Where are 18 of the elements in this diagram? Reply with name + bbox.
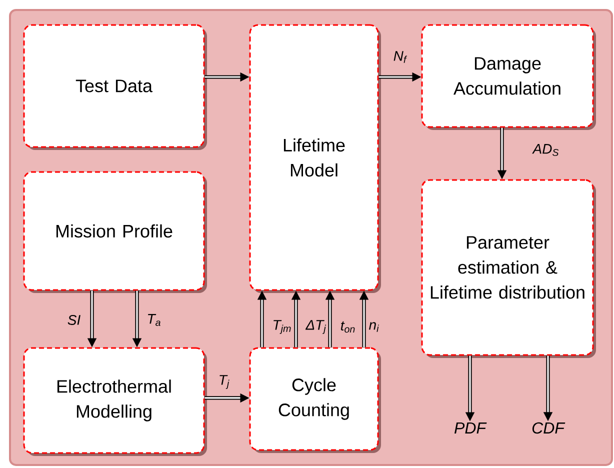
edge-label: T$_{a}$ (148, 314, 160, 326)
process-box: Mission Profile (23, 171, 205, 291)
process-box: Cycle Counting (249, 347, 379, 451)
edge-label: N$_{f}$ (394, 51, 408, 63)
edge-label: T$_{j}$ (220, 375, 230, 389)
output-label: PDF (454, 422, 487, 434)
edge-label: ΔT$_{j}$ (305, 320, 326, 334)
edge-label: SI (68, 315, 80, 325)
process-box: Test Data (23, 24, 205, 148)
process-box: Lifetime Model (249, 24, 379, 291)
edge-label: t$_{on}$ (341, 321, 355, 333)
edge-label: n$_{i}$ (369, 322, 379, 332)
process-box: Parameter estimation & Lifetime distribution (421, 179, 594, 356)
process-box: Damage Accumulation (421, 24, 594, 128)
output-label: CDF (532, 422, 566, 434)
process-box: Electrothermal Modelling (23, 347, 205, 454)
edge-label: T$_{jm}$ (274, 320, 291, 334)
edge-label: AD$_{S}$ (532, 144, 559, 156)
